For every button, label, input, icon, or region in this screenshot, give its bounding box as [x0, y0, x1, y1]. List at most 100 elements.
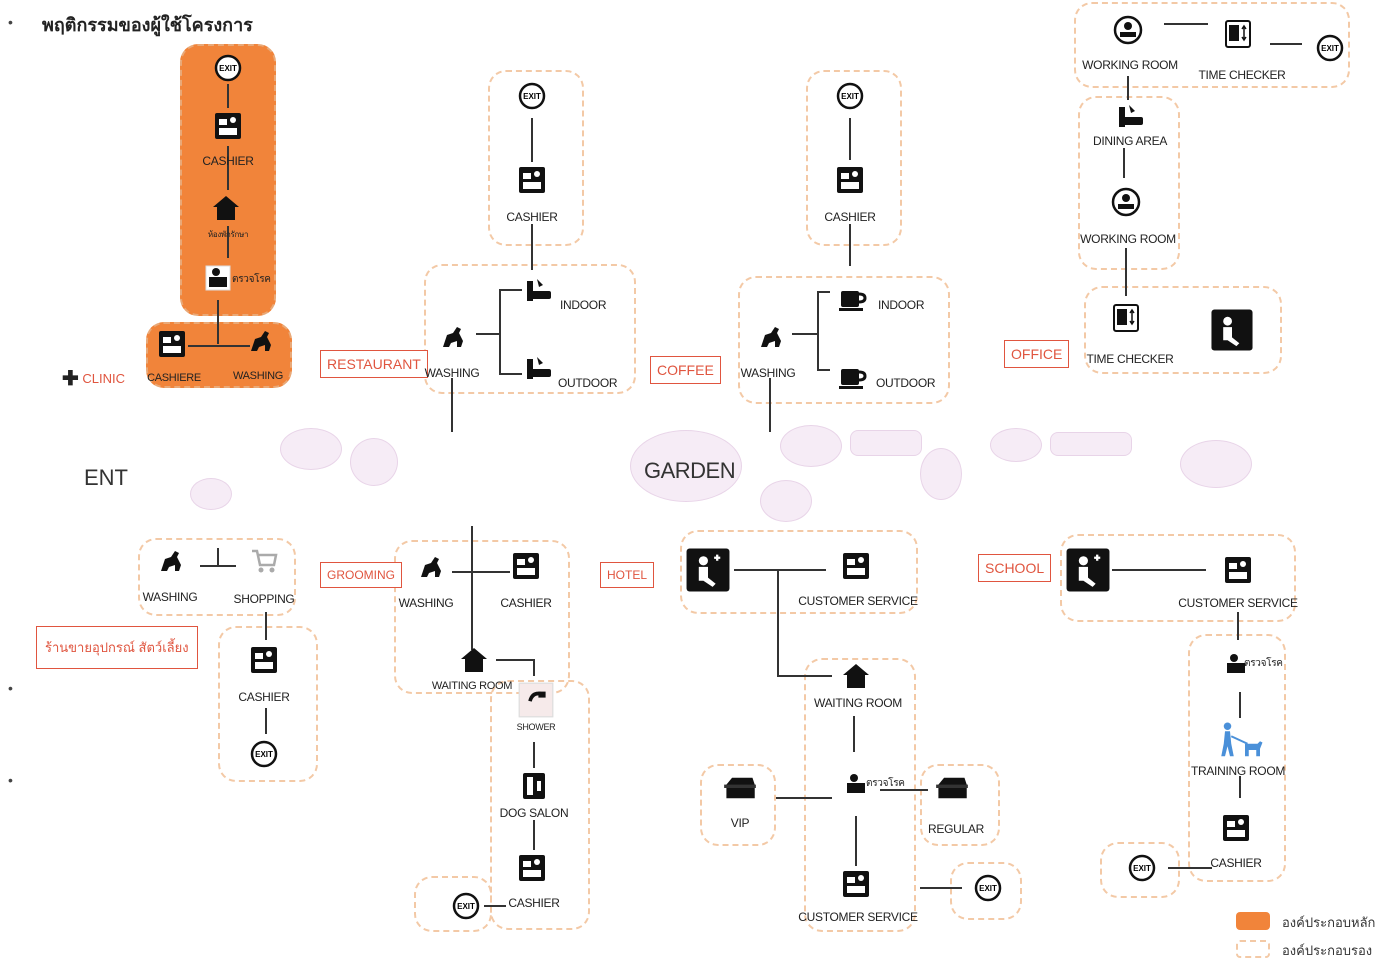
exit-icon: EXIT [973, 873, 1003, 903]
exit-icon: EXIT [213, 53, 243, 83]
working-room-icon [1111, 187, 1141, 217]
grooming-zone-exit [414, 876, 492, 932]
hotel-waiting-room-label: WAITING ROOM [814, 696, 902, 710]
reception-icon [1210, 308, 1254, 352]
school-zone-top [1060, 534, 1296, 622]
cashier-icon [835, 165, 865, 195]
school-training-room-label: TRAINING ROOM [1190, 764, 1286, 778]
restaurant-washing-label: WASHING [424, 366, 480, 380]
pet-bed-icon [932, 771, 972, 805]
restaurant-outdoor-label: OUTDOOR [558, 376, 618, 390]
coffee-washing-label: WASHING [740, 366, 796, 380]
dog-washing-icon [439, 321, 469, 351]
exit-icon: EXIT [451, 891, 481, 921]
legend-secondary-label: องค์ประกอบรอง [1282, 943, 1373, 958]
shop-cashier-label: CASHIER [238, 690, 290, 704]
exit-icon: EXIT [1315, 33, 1345, 63]
working-room-icon [1113, 15, 1143, 45]
dog-training-icon [1215, 720, 1265, 760]
restaurant-tag: RESTAURANT [320, 350, 428, 378]
garden-blob [1050, 432, 1132, 456]
coffee-outdoor-label: OUTDOOR [876, 376, 936, 390]
school-customer-service-label: CUSTOMER SERVICE [1178, 596, 1298, 610]
garden-blob [850, 430, 922, 456]
hotel-zone-regular [920, 764, 1000, 846]
office-working-room-label: WORKING ROOM [1082, 58, 1178, 72]
restaurant-indoor-label: INDOOR [560, 298, 607, 312]
dog-washing-icon [757, 321, 787, 351]
grooming-tag: GROOMING [320, 562, 402, 588]
exit-icon-text: EXIT [979, 884, 997, 893]
exit-icon-text: EXIT [219, 64, 237, 73]
hotel-vip-label: VIP [730, 816, 750, 830]
school-cashier-label: CASHIER [1210, 856, 1262, 870]
cashier-icon [213, 111, 243, 141]
office-zone-bottom [1084, 286, 1282, 374]
cashier-icon [517, 853, 547, 883]
house-icon [459, 645, 489, 675]
shopping-cart-icon [249, 545, 279, 575]
customer-service-icon [1223, 555, 1253, 585]
clinic-consult-label: ห้องพักรักษา [207, 230, 249, 239]
hotel-zone-exit [950, 862, 1022, 920]
garden-blob [350, 438, 398, 486]
cashier-icon [1221, 813, 1251, 843]
grooming-cashier-label: CASHIER [500, 596, 552, 610]
office-working-room-2-label: WORKING ROOM [1080, 232, 1176, 246]
garden-label: GARDEN [644, 458, 736, 483]
exit-icon-text: EXIT [523, 92, 541, 101]
exit-icon-text: EXIT [1133, 864, 1151, 873]
coffee-cashier-label: CASHIER [824, 210, 876, 224]
hotel-customer-service-label: CUSTOMER SERVICE [798, 594, 918, 608]
plus-icon: ✚ [62, 368, 79, 390]
garden-blob [780, 425, 842, 467]
restaurant-cashier-label: CASHIER [506, 210, 558, 224]
coffee-cup-icon [837, 283, 867, 313]
pet-bed-icon [720, 771, 760, 805]
time-checker-icon [1223, 19, 1253, 49]
exit-icon: EXIT [1127, 853, 1157, 883]
office-zone-mid [1078, 96, 1180, 270]
hotel-vet-label: ตรวจโรค [866, 778, 905, 789]
grooming-dog-salon-label: DOG SALON [499, 806, 569, 820]
dining-icon [1115, 101, 1145, 131]
grooming-zone-top [394, 540, 570, 694]
hotel-zone-mid [804, 658, 916, 932]
shop-zone-bottom [218, 626, 318, 782]
clinic-cashier2-label: CASHIERE [147, 372, 201, 384]
grooming-cashier-2-label: CASHIER [508, 896, 560, 910]
office-dining-area-label: DINING AREA [1092, 134, 1168, 148]
dining-icon [523, 275, 553, 305]
cashier-icon [517, 165, 547, 195]
grooming-shower-label: SHOWER [516, 722, 556, 732]
shop-zone-top [138, 538, 296, 616]
coffee-zone-bottom [738, 276, 950, 404]
hotel-tag: HOTEL [600, 562, 655, 588]
legend-secondary-swatch [1236, 940, 1270, 958]
vet-icon [203, 263, 233, 293]
exit-icon: EXIT [835, 81, 865, 111]
vet-icon [1221, 649, 1251, 679]
school-zone-exit [1100, 842, 1180, 898]
coffee-zone-top [806, 70, 902, 246]
office-time-checker-label: TIME CHECKER [1198, 68, 1286, 82]
school-tag: SCHOOL [978, 554, 1052, 582]
office-tag: OFFICE [1004, 340, 1070, 368]
grooming-washing-label: WASHING [398, 596, 454, 610]
vet-icon [841, 769, 871, 799]
garden-blob [630, 430, 742, 502]
dog-washing-icon [157, 545, 187, 575]
school-vet-label: ตรวจโรค [1244, 658, 1283, 669]
entrance-label: ENT [84, 465, 128, 490]
garden-blob [760, 480, 812, 522]
coffee-tag: COFFEE [650, 356, 721, 384]
time-checker-icon [1111, 303, 1141, 333]
garden-blob [1180, 440, 1252, 488]
hotel-zone-vip [700, 764, 776, 846]
legend-main-label: องค์ประกอบหลัก [1282, 915, 1376, 930]
exit-icon-text: EXIT [1321, 44, 1339, 53]
reception-icon [685, 547, 731, 593]
reception-icon [1065, 547, 1111, 593]
cashier-icon [511, 551, 541, 581]
clinic-cashier-label: CASHIER [202, 154, 254, 168]
